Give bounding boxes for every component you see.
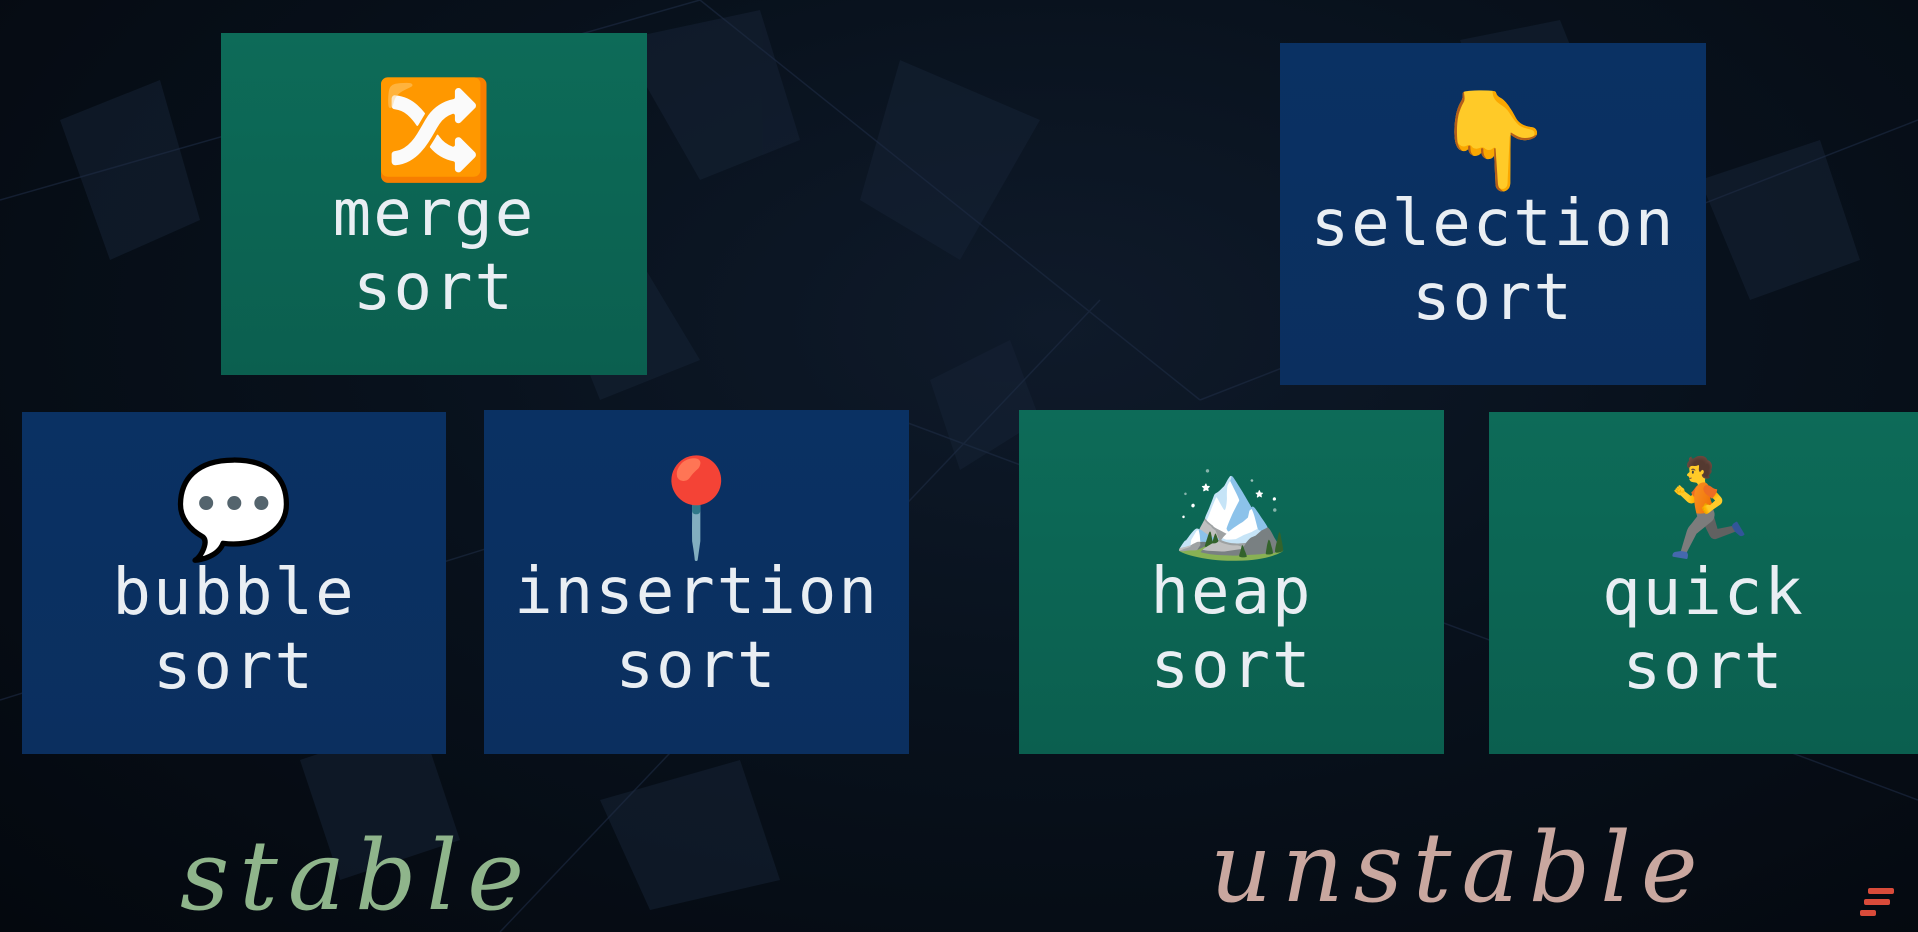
mountain-icon: 🏔️: [1171, 452, 1292, 565]
shuffle-icon: 🔀: [374, 74, 494, 187]
heap-sort-line2: sort: [1150, 629, 1313, 703]
merge-sort-line1: merge: [332, 177, 536, 252]
selection-sort-line2: sort: [1411, 261, 1575, 335]
runner-icon: 🏃: [1643, 453, 1764, 566]
heap-sort-card: 🏔️ heap sort: [1019, 410, 1444, 754]
bubble-sort-card: 💬 bubble sort: [22, 412, 446, 754]
bubble-sort-line1: bubble: [112, 556, 356, 631]
quick-sort-line2: sort: [1622, 630, 1785, 704]
merge-sort-line2: sort: [352, 251, 516, 325]
channel-logo-icon: [1860, 888, 1894, 916]
unstable-label: unstable: [1210, 812, 1708, 924]
insertion-sort-card: 📍 insertion sort: [484, 410, 909, 754]
quick-sort-line1: quick: [1602, 556, 1805, 631]
selection-sort-card: 👇 selection sort: [1280, 43, 1706, 385]
insertion-sort-line2: sort: [615, 629, 778, 703]
heap-sort-line1: heap: [1150, 555, 1313, 630]
selection-sort-line1: selection: [1310, 187, 1676, 262]
stable-label: stable: [180, 820, 535, 932]
bubble-sort-line2: sort: [152, 630, 316, 704]
speech-bubble-icon: 💬: [174, 453, 294, 566]
pointing-down-icon: 👇: [1433, 84, 1553, 197]
pushpin-icon: 📍: [636, 452, 757, 565]
merge-sort-card: 🔀 merge sort: [221, 33, 647, 375]
quick-sort-card: 🏃 quick sort: [1489, 412, 1918, 754]
insertion-sort-line1: insertion: [514, 555, 879, 630]
